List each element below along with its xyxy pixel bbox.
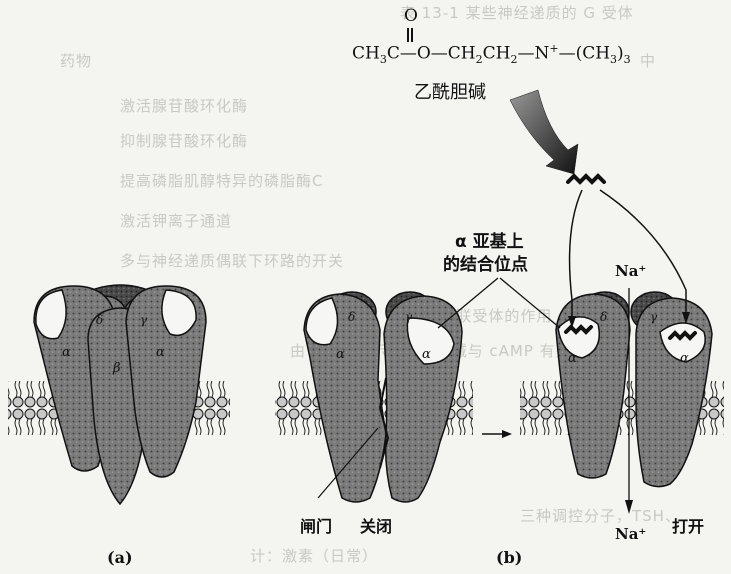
subunit-alpha-b-open-right: α: [680, 351, 689, 366]
binding-site-label-line2: 的结合位点: [443, 250, 528, 275]
subunit-alpha-b-closed-left: α: [336, 347, 345, 362]
ach-molecule: [568, 176, 604, 182]
acetylcholine-name: 乙酰胆碱: [414, 78, 486, 104]
receptor-a: [34, 285, 206, 504]
acetylcholine-formula: CH3C—O—CH2CH2—N+—(CH3)3: [352, 42, 631, 66]
gate-label: 闸门: [300, 513, 332, 537]
open-label: 打开: [672, 513, 704, 537]
receptor-b-closed: [304, 292, 462, 502]
subunit-alpha-a-left: α: [62, 345, 71, 360]
subunit-gamma-b-open: γ: [650, 310, 658, 324]
panel-b-label: (b): [496, 548, 522, 567]
panel-a-label: (a): [107, 548, 133, 567]
subunit-gamma-b-closed: γ: [405, 310, 413, 324]
closed-label: 关闭: [360, 513, 392, 537]
release-arrow: [510, 90, 578, 174]
carbonyl-double-bond: [407, 28, 413, 42]
subunit-alpha-a-right: α: [156, 345, 165, 360]
subunit-gamma-a: γ: [140, 313, 148, 327]
binding-site-label-line1: α 亚基上: [455, 227, 524, 252]
subunit-alpha-b-closed-right: α: [422, 347, 431, 362]
subunit-delta-b-open: δ: [600, 310, 607, 324]
subunit-delta-b-closed: δ: [348, 310, 355, 324]
subunit-delta-a: δ: [96, 313, 103, 327]
sodium-label-bottom: Na⁺: [615, 525, 646, 543]
sodium-label-top: Na⁺: [615, 262, 646, 280]
subunit-beta-a: β: [112, 361, 121, 376]
callout-line-open: [500, 278, 560, 328]
subunit-alpha-b-open-left: α: [568, 351, 577, 366]
carbonyl-oxygen: O: [404, 6, 418, 26]
